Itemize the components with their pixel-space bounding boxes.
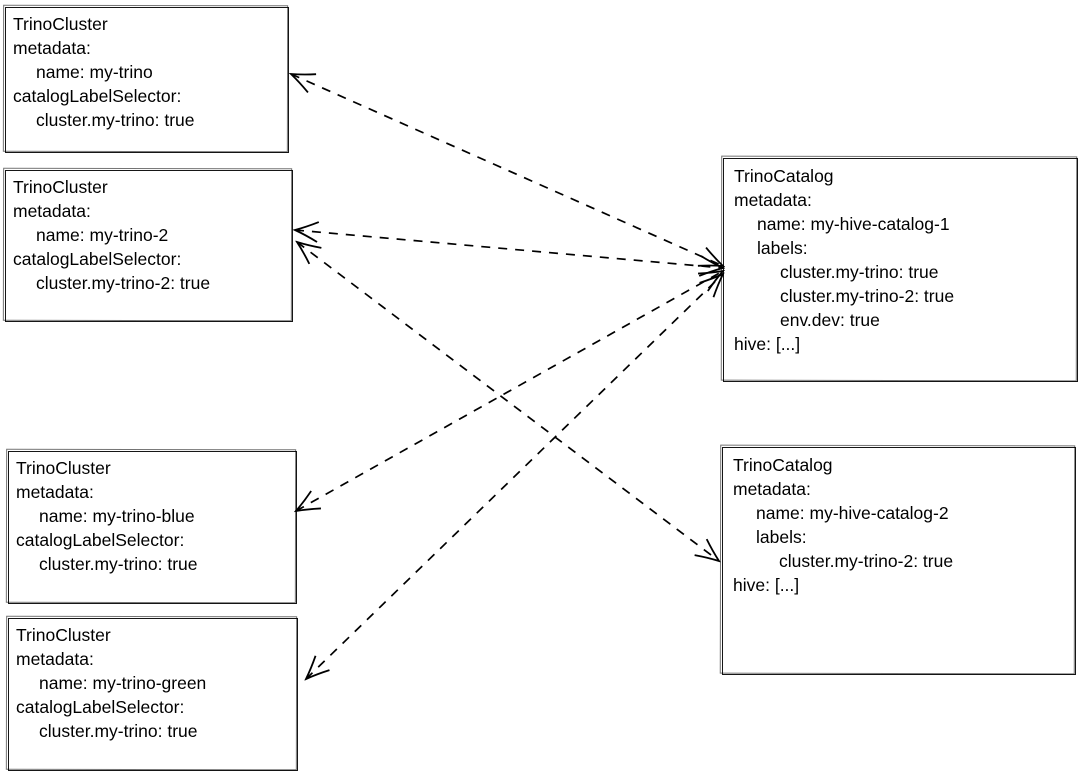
node-text-line: metadata: — [13, 201, 91, 221]
edge-catalog1-my-trino-green — [306, 274, 723, 679]
node-text-line: name: my-trino-green — [39, 673, 207, 693]
node-text-line: metadata: — [734, 190, 812, 210]
node-text: TrinoCluster metadata: name: my-trino-2 cat… — [6, 171, 292, 295]
node-text-line: TrinoCluster — [16, 458, 111, 478]
node-text-line: labels: — [757, 238, 808, 258]
node-text-line: labels: — [756, 527, 807, 547]
node-text-line: catalogLabelSelector: — [13, 249, 182, 269]
node-trinocluster-my-trino-2: TrinoCluster metadata: name: my-trino-2 cat… — [5, 170, 293, 322]
node-trinocluster-my-trino-blue: TrinoCluster metadata: name: my-trino-blue… — [8, 451, 297, 604]
node-text-line: cluster.my-trino-2: true — [780, 286, 955, 306]
node-text-line: TrinoCatalog — [734, 166, 834, 186]
node-text-line: name: my-trino — [36, 62, 153, 82]
node-trinocatalog-my-hive-catalog-2: TrinoCatalog metadata: name: my-hive-catal… — [722, 447, 1076, 675]
node-text-line: env.dev: true — [780, 310, 880, 330]
node-text-line: hive: [...] — [734, 334, 801, 354]
node-text-line: TrinoCluster — [13, 177, 108, 197]
edge-catalog1-my-trino-blue — [296, 271, 723, 511]
node-text: TrinoCatalog metadata: name: my-hive-catal… — [724, 159, 1077, 356]
node-text-line: cluster.my-trino: true — [39, 554, 198, 574]
node-text-line: metadata: — [16, 482, 94, 502]
edge-catalog1-my-trino — [291, 74, 723, 266]
node-trinocatalog-my-hive-catalog-1: TrinoCatalog metadata: name: my-hive-catal… — [723, 158, 1078, 382]
node-text-line: name: my-trino-blue — [39, 506, 195, 526]
node-text-line: TrinoCluster — [13, 14, 108, 34]
node-text-line: cluster.my-trino-2: true — [779, 551, 954, 571]
node-text-line: cluster.my-trino: true — [39, 721, 198, 741]
node-text-line: name: my-trino-2 — [36, 225, 169, 245]
node-text-line: TrinoCluster — [16, 625, 111, 645]
node-text-line: metadata: — [733, 479, 811, 499]
edge-catalog2-my-trino-2 — [297, 242, 719, 561]
node-text-line: cluster.my-trino-2: true — [36, 273, 211, 293]
node-text-line: name: my-hive-catalog-1 — [757, 214, 950, 234]
node-text: TrinoCatalog metadata: name: my-hive-catal… — [723, 448, 1075, 597]
node-text-line: metadata: — [13, 38, 91, 58]
node-text: TrinoCluster metadata: name: my-trino-gree… — [9, 619, 297, 743]
node-text-line: cluster.my-trino: true — [36, 110, 195, 130]
node-text-line: catalogLabelSelector: — [16, 697, 185, 717]
node-text-line: metadata: — [16, 649, 94, 669]
node-text-line: catalogLabelSelector: — [13, 86, 182, 106]
node-text-line: TrinoCatalog — [733, 455, 833, 475]
node-trinocluster-my-trino-green: TrinoCluster metadata: name: my-trino-gree… — [8, 618, 298, 771]
node-text-line: catalogLabelSelector: — [16, 530, 185, 550]
node-text-line: hive: [...] — [733, 575, 800, 595]
node-text: TrinoCluster metadata: name: my-trino-blue… — [9, 452, 296, 576]
edge-catalog1-my-trino-2 — [295, 230, 723, 268]
node-text-line: cluster.my-trino: true — [780, 262, 939, 282]
node-text-line: name: my-hive-catalog-2 — [756, 503, 949, 523]
node-text: TrinoCluster metadata: name: my-trino catal… — [6, 8, 288, 132]
node-trinocluster-my-trino: TrinoCluster metadata: name: my-trino catal… — [5, 7, 289, 153]
